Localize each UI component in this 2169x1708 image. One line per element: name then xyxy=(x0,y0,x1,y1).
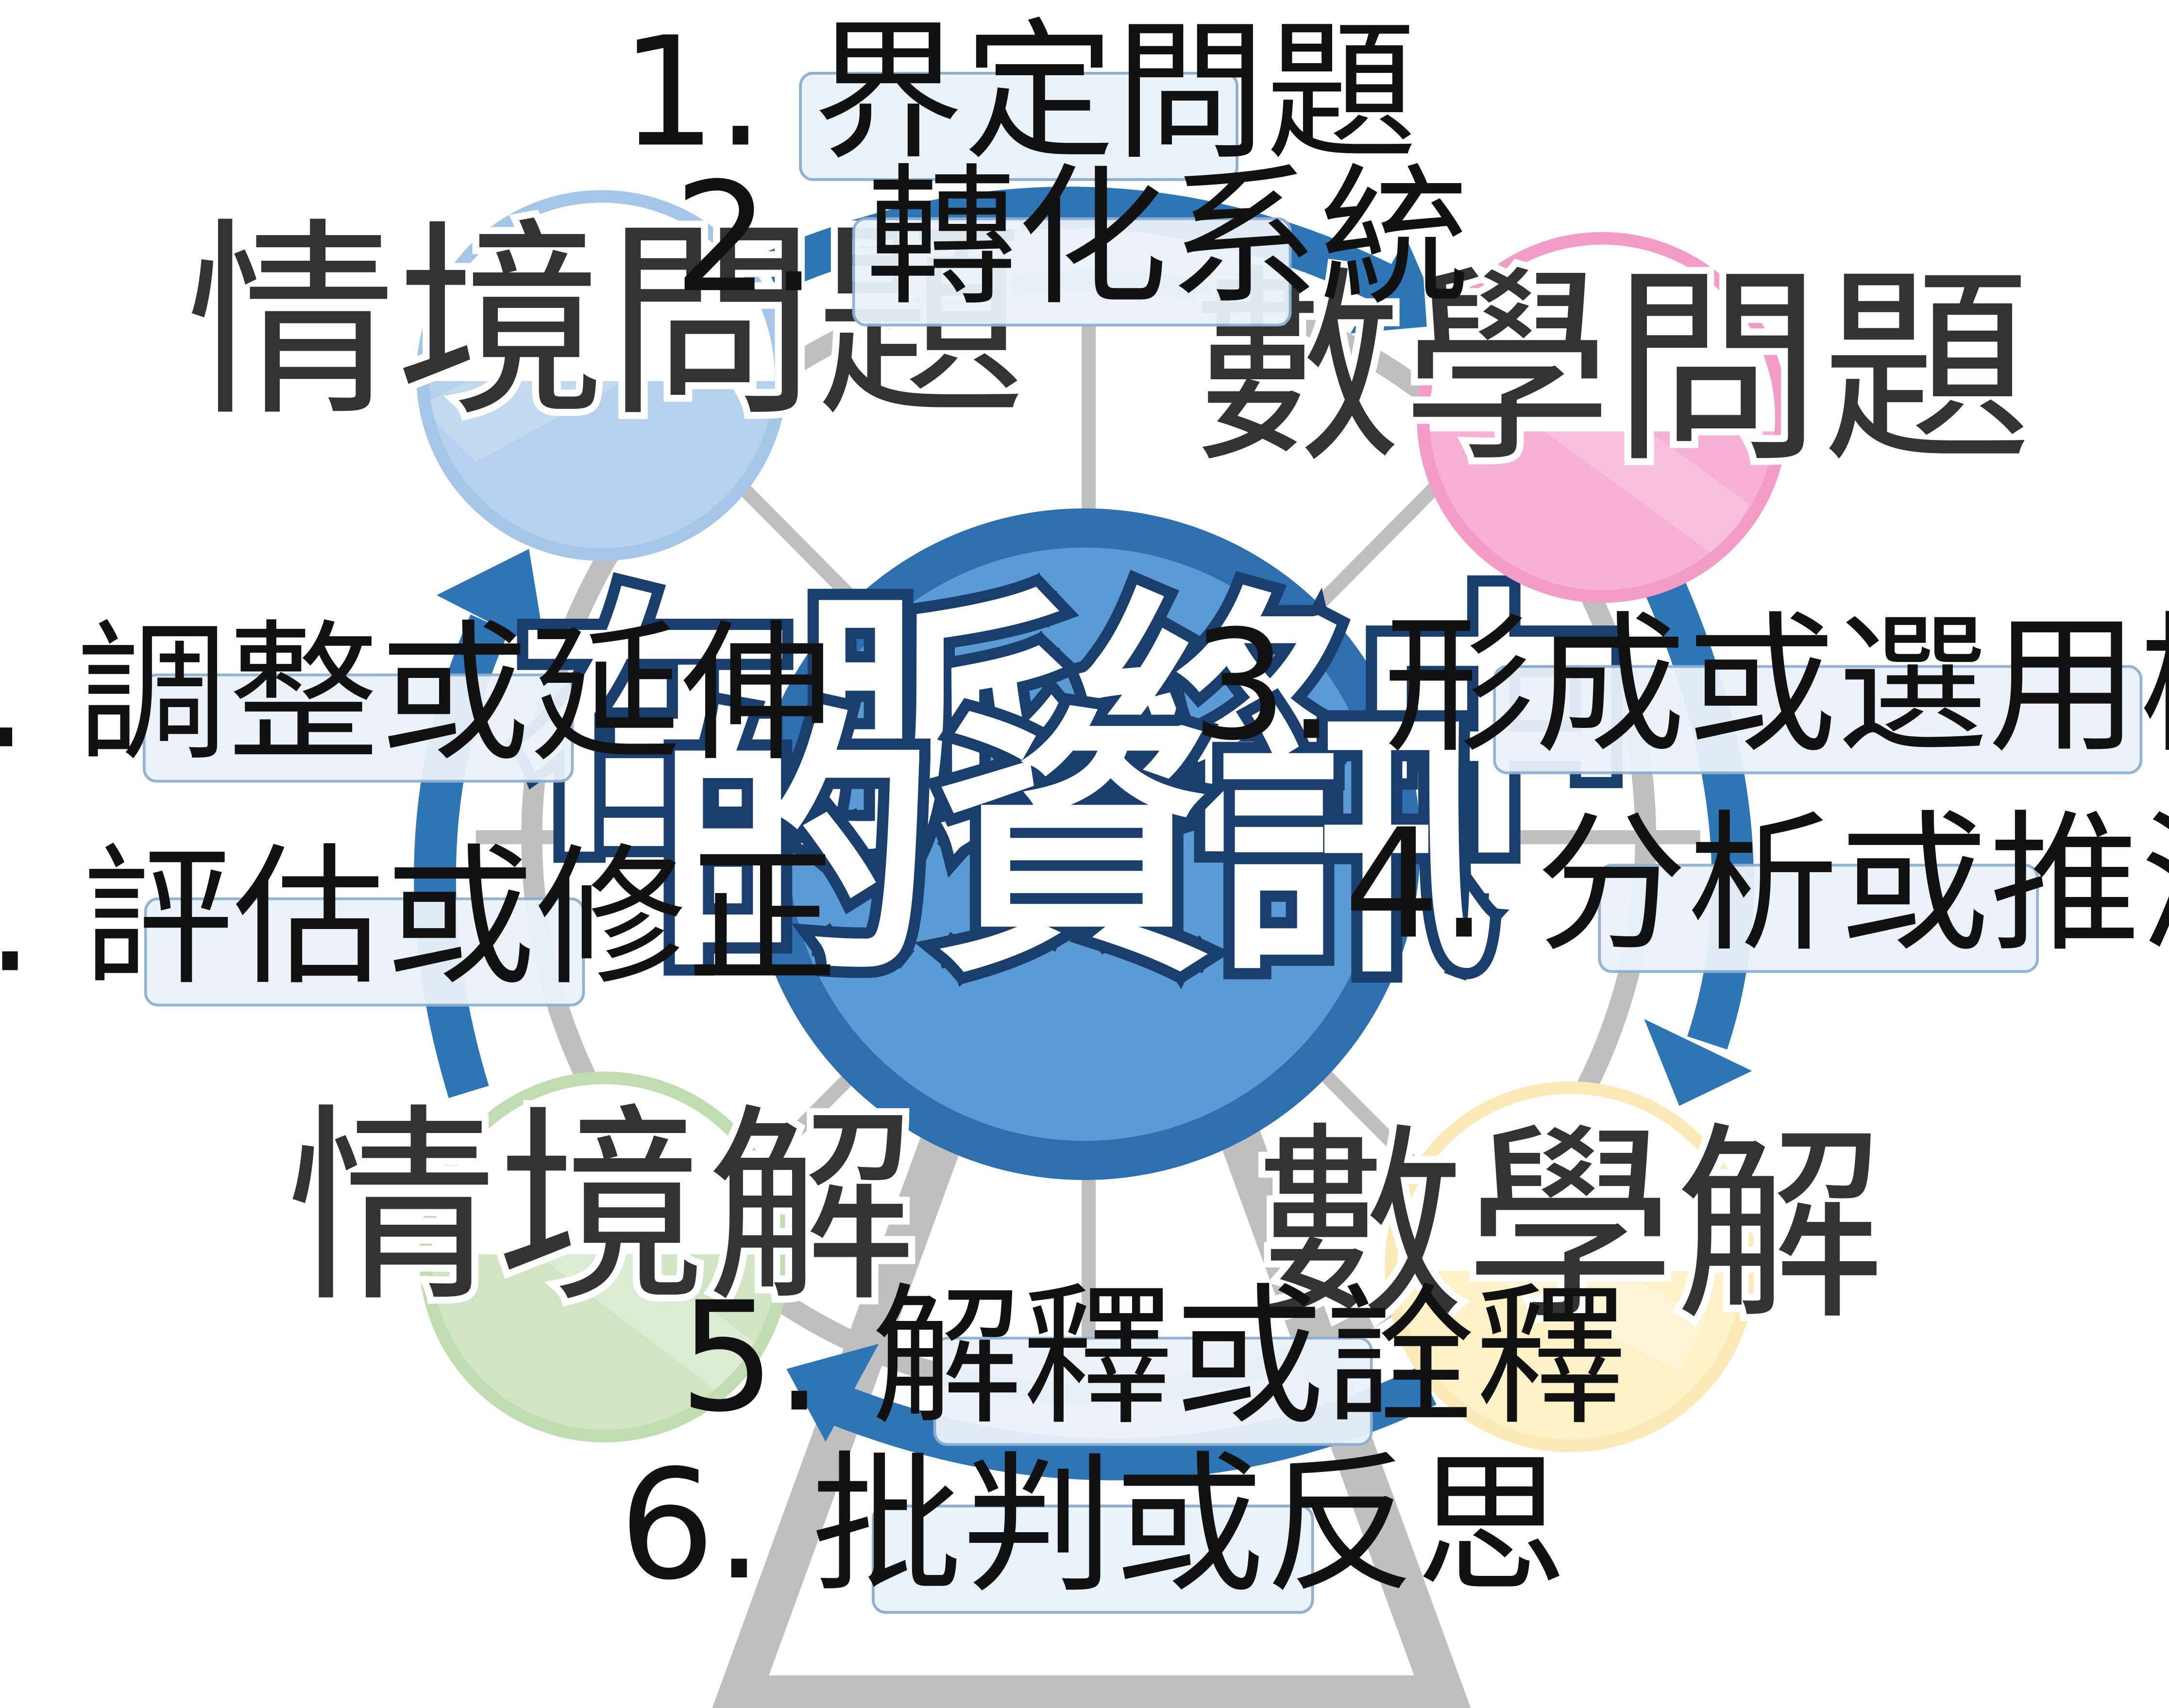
step-labels: 1. 界定問題 2. 轉化系統 3. 形成或選用模式 4. 分析或推測 5. 解… xyxy=(0,5,2169,1614)
step-3-label: 3. 形成或選用模式 xyxy=(1191,598,2169,774)
node-label-math-problem: 數學問題 xyxy=(1192,247,2032,491)
step-2-box: 2. 轉化系統 xyxy=(674,150,1470,327)
hub-label-line1: 在脈絡中 xyxy=(515,566,1634,892)
node-math-problem: 數學問題 xyxy=(1185,232,2039,603)
arrowhead-to-context-problem xyxy=(436,549,546,651)
arrowhead-to-context-solution xyxy=(786,1343,879,1442)
arrowhead-to-math-problem xyxy=(1350,238,1444,334)
step-6-label: 6. 批判或反思 xyxy=(619,1437,1567,1613)
step-2-label: 2. 轉化系統 xyxy=(674,150,1470,326)
step-5-box: 5. 解釋或詮釋 xyxy=(679,1269,1627,1446)
node-label-math-solution: 數學解 xyxy=(1255,1104,1885,1349)
step-4-label: 4. 分析或推測 xyxy=(1344,796,2169,972)
step-8-label: 8. 調整或延伸 xyxy=(0,607,832,782)
step-1-label: 1. 界定問題 xyxy=(620,5,1417,181)
step-3-box: 3. 形成或選用模式 xyxy=(1191,598,2169,775)
step-8-box: 8. 調整或延伸 xyxy=(0,607,832,783)
step-4-box: 4. 分析或推測 xyxy=(1344,796,2169,973)
node-context-solution: 情境解 xyxy=(280,1071,924,1443)
arrowhead-to-math-solution xyxy=(1644,1019,1752,1106)
step-7-box: 7. 評估或修正 xyxy=(0,830,838,1007)
step-1-box: 1. 界定問題 xyxy=(620,5,1417,181)
hub-label-line2: 的資訊 xyxy=(655,685,1494,1011)
node-label-context-solution: 情境解 xyxy=(287,1086,917,1330)
step-5-label: 5. 解釋或詮釋 xyxy=(679,1269,1627,1445)
arrow-right-arc xyxy=(1646,579,1754,1050)
step-6-box: 6. 批判或反思 xyxy=(619,1437,1567,1614)
step-7-label: 7. 評估或修正 xyxy=(0,830,838,1006)
central-hub: 在脈絡中 的資訊 xyxy=(504,508,1645,1180)
